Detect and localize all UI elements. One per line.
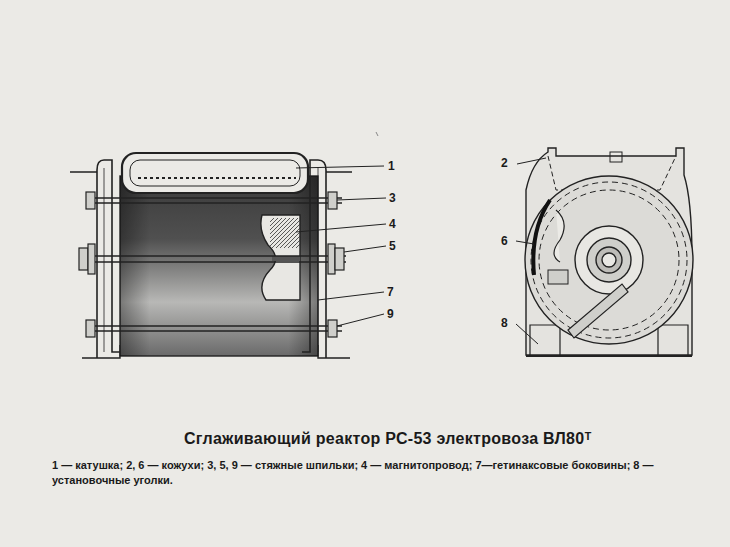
side-view — [70, 153, 386, 358]
end-view — [516, 148, 693, 356]
diagram-title: Сглаживающий реактор РС-53 электровоза В… — [184, 430, 592, 448]
film-mark — [376, 132, 378, 136]
callout-number: 4 — [389, 217, 396, 231]
caption-text: 1 — катушка; 2, 6 — кожухи; 3, 5, 9 — ст… — [52, 458, 692, 488]
callout-number: 5 — [389, 239, 396, 253]
callout-number: 1 — [388, 159, 395, 173]
callout-number: 3 — [389, 191, 396, 205]
callout-number: 8 — [501, 316, 508, 330]
callout-number: 7 — [387, 285, 394, 299]
callout-number: 6 — [501, 234, 508, 248]
callout-number: 2 — [501, 156, 508, 170]
callout-number: 9 — [387, 307, 394, 321]
